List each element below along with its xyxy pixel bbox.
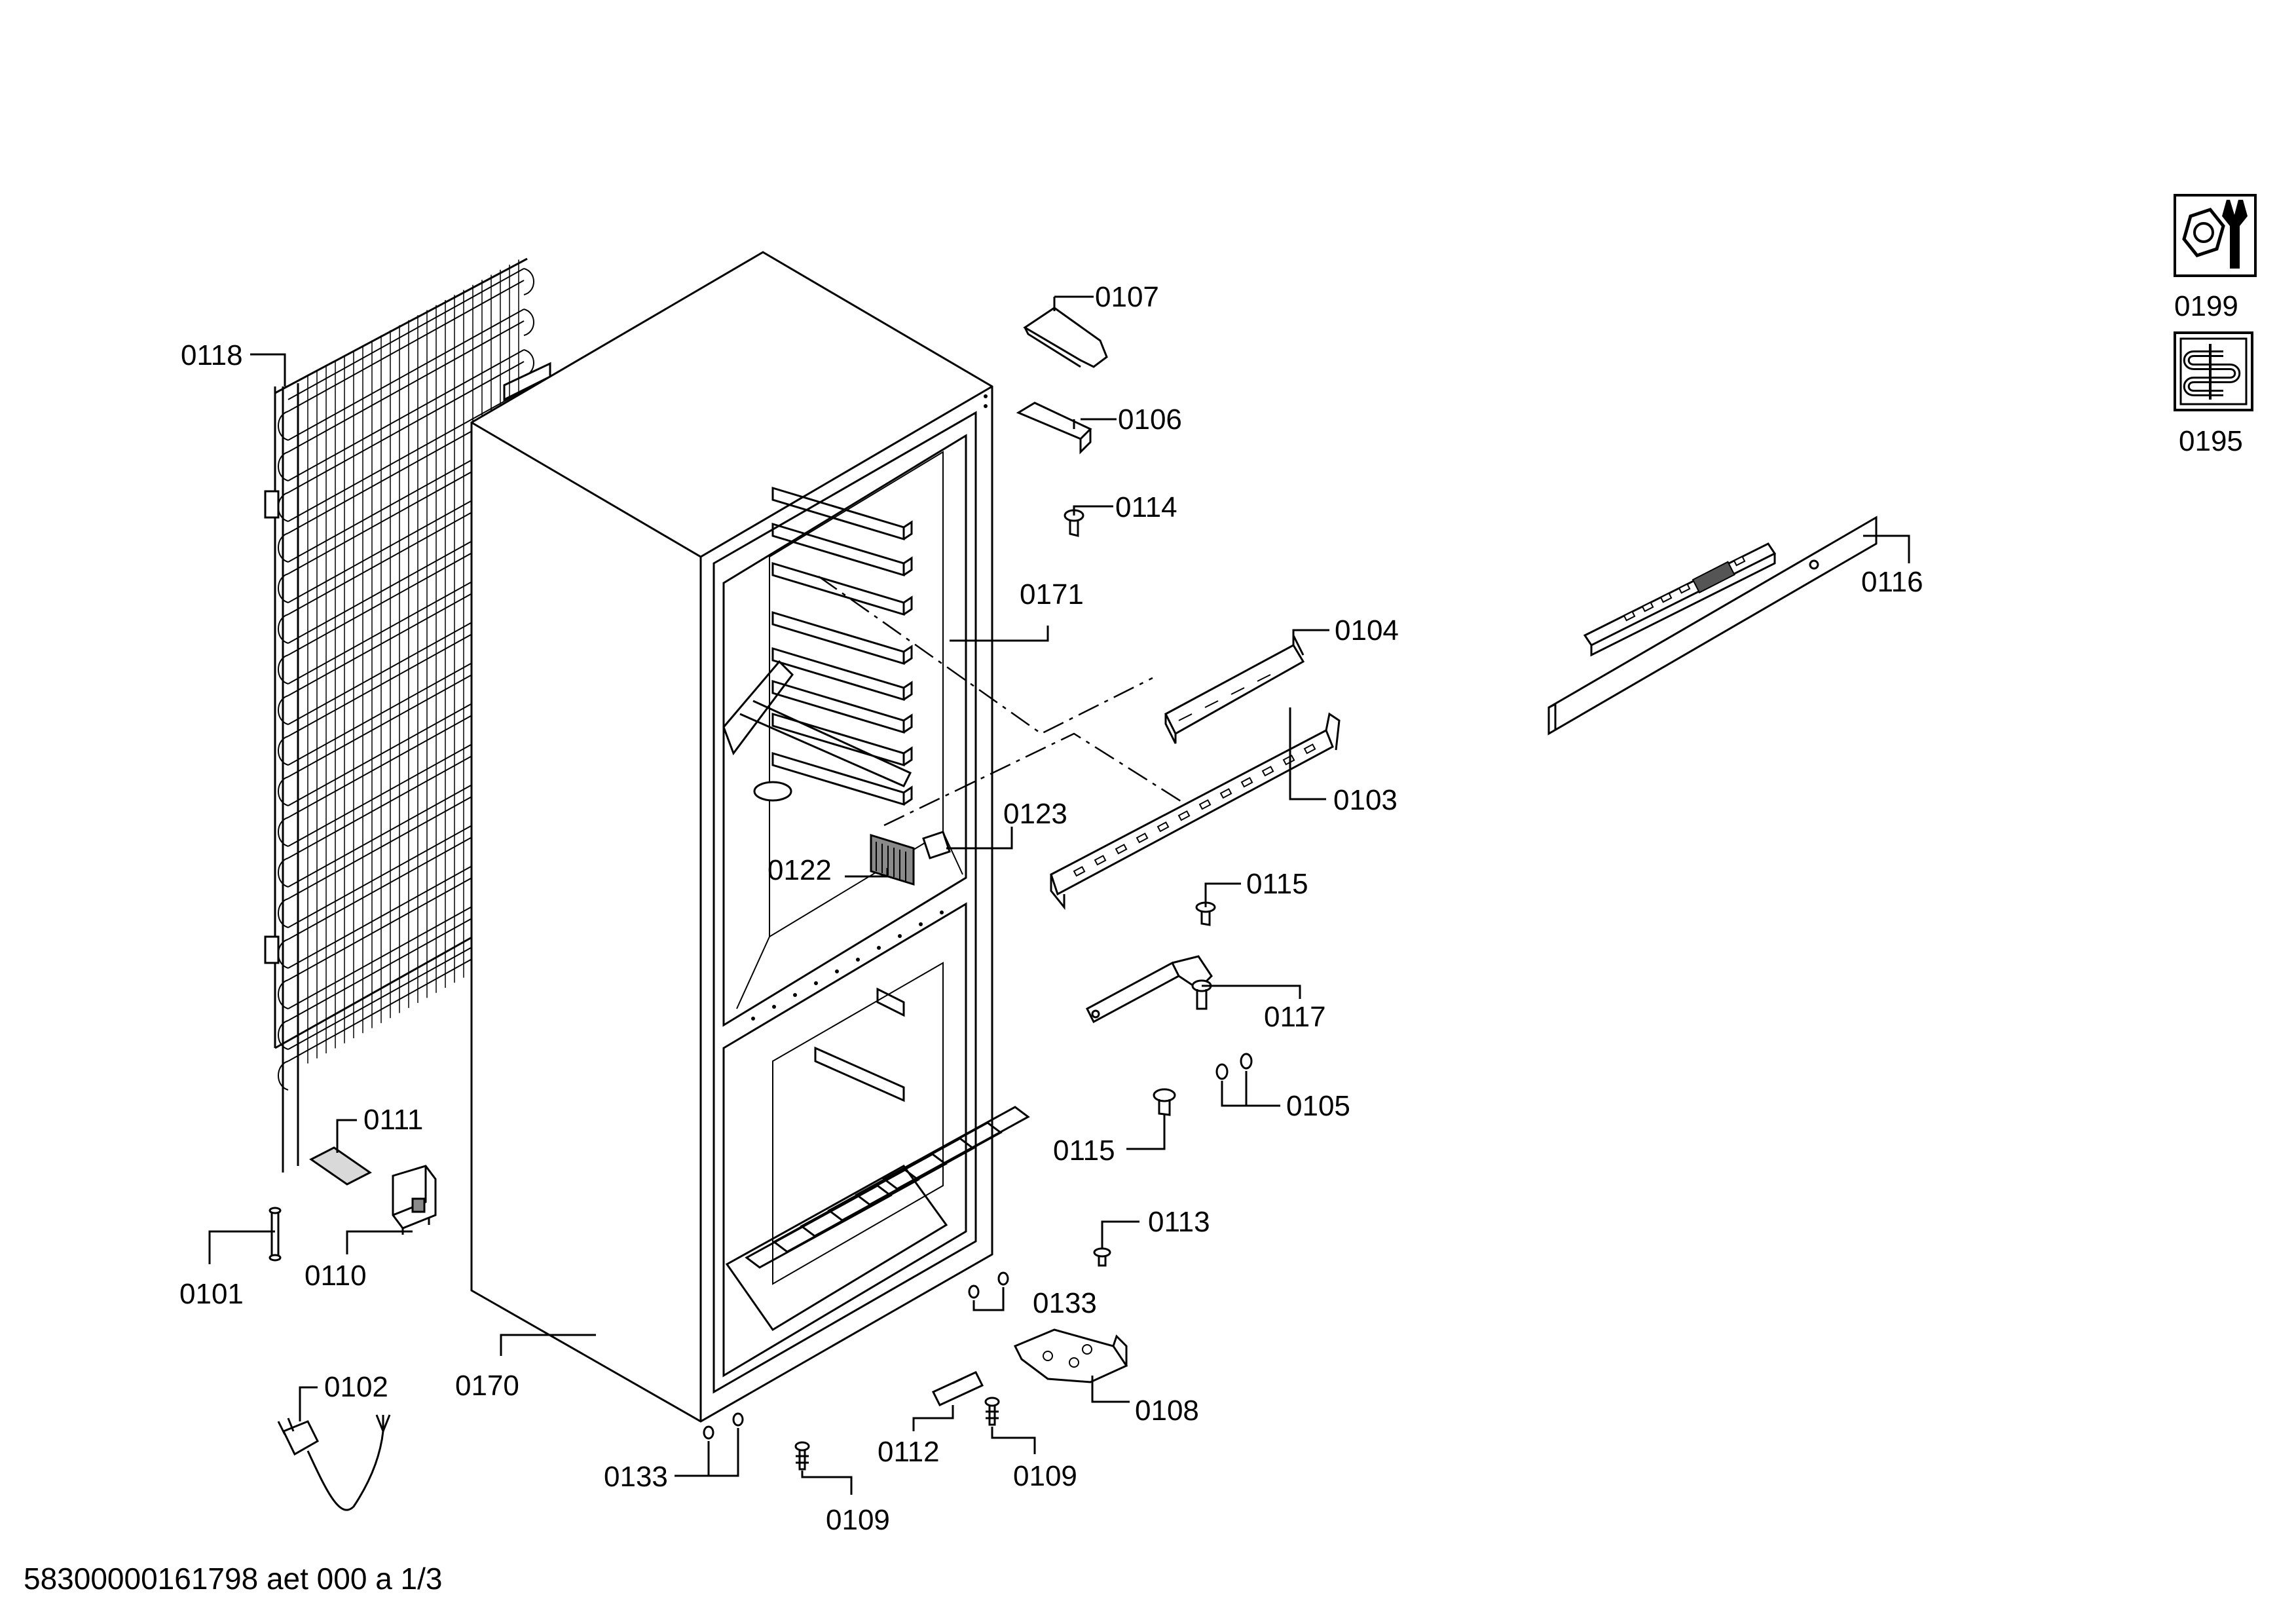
part-0108-label: 0108 <box>1135 1395 1199 1427</box>
part-0102-shape <box>277 1414 391 1511</box>
part-0109b-label: 0109 <box>826 1504 890 1536</box>
part-0104-shape <box>1164 635 1305 744</box>
part-0101-shape <box>268 1207 282 1262</box>
part-0105-label: 0105 <box>1286 1090 1350 1122</box>
part-0109b-shape <box>794 1441 810 1471</box>
part-0104-label: 0104 <box>1335 614 1399 647</box>
part-0112-shape <box>931 1371 984 1406</box>
part-0117-shape <box>1086 955 1213 1024</box>
part-0116-shape <box>1547 516 1878 736</box>
part-0105-ring-a <box>1215 1063 1229 1080</box>
part-0109a-shape <box>984 1397 1000 1426</box>
part-0116-label: 0116 <box>1861 566 1923 598</box>
part-0118-label: 0118 <box>181 339 243 371</box>
part-0106-shape <box>1016 402 1092 455</box>
condenser-coil-icon <box>2174 331 2253 411</box>
leader-lines <box>208 295 1910 1495</box>
part-0133b-ring-a <box>703 1425 714 1440</box>
part-0105-ring-b <box>1240 1053 1253 1070</box>
part-0117-label: 0117 <box>1264 1001 1326 1033</box>
part-0115a-label: 0115 <box>1246 868 1308 900</box>
part-0111-shape <box>309 1146 372 1186</box>
part-0199-label: 0199 <box>2174 290 2238 322</box>
part-0115b-shape <box>1153 1088 1176 1116</box>
part-0103-label: 0103 <box>1333 784 1398 816</box>
document-reference: 58300000161798 aet 000 a 1/3 <box>24 1562 443 1596</box>
part-0133b-label: 0133 <box>604 1461 668 1493</box>
wrench-nut-icon <box>2174 194 2257 277</box>
part-0113-shape <box>1093 1247 1111 1267</box>
part-0115b-label: 0115 <box>1053 1135 1115 1167</box>
part-0113-label: 0113 <box>1148 1206 1210 1238</box>
part-0102-label: 0102 <box>324 1371 388 1403</box>
part-0123-label: 0123 <box>1003 798 1067 830</box>
part-0112-label: 0112 <box>878 1436 940 1468</box>
part-0106-label: 0106 <box>1118 404 1182 436</box>
part-0122-label: 0122 <box>768 854 832 886</box>
cabinet-part <box>470 251 1030 1423</box>
part-0110-shape <box>392 1165 437 1235</box>
part-0133a-ring-a <box>968 1285 980 1299</box>
part-0114-label: 0114 <box>1115 491 1177 523</box>
part-0170-label: 0170 <box>455 1370 519 1402</box>
part-0103-shape <box>1050 712 1341 910</box>
part-0109a-label: 0109 <box>1013 1460 1077 1492</box>
part-0108-shape <box>1013 1328 1128 1383</box>
part-0133a-ring-b <box>997 1271 1009 1286</box>
part-0133b-ring-b <box>732 1412 744 1427</box>
part-0195-label: 0195 <box>2179 425 2243 457</box>
part-0110-label: 0110 <box>305 1260 367 1292</box>
part-0111-label: 0111 <box>363 1104 423 1136</box>
part-0133a-label: 0133 <box>1033 1287 1097 1319</box>
part-0171-label: 0171 <box>1020 578 1084 610</box>
part-0101-label: 0101 <box>179 1278 244 1310</box>
part-0107-shape <box>1023 307 1108 368</box>
part-0107-label: 0107 <box>1095 281 1159 313</box>
